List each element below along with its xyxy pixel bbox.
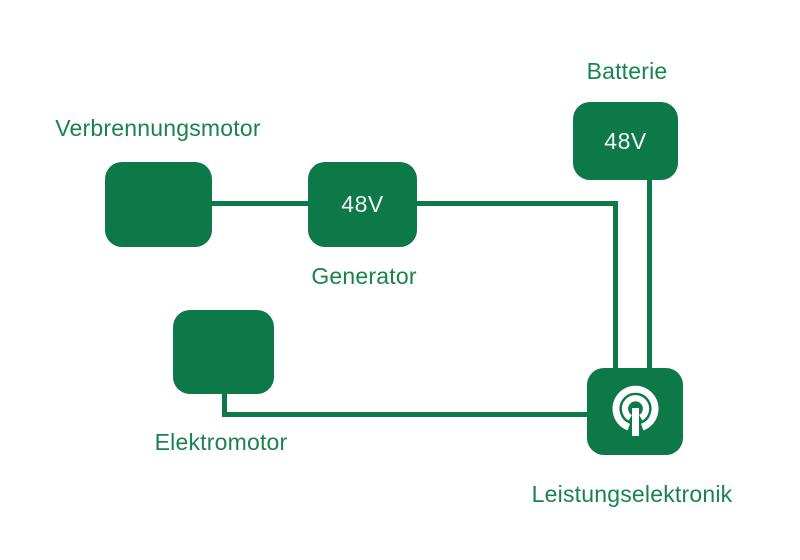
leistungselektronik-label: Leistungselektronik — [531, 481, 733, 507]
generator-box: 48V — [308, 162, 417, 247]
batterie-label: Batterie — [586, 58, 668, 84]
generator-voltage-value: 48V — [341, 191, 384, 217]
verbrennungsmotor-label: Verbrennungsmotor — [55, 115, 261, 141]
verbrennungsmotor-box — [105, 162, 212, 247]
elektromotor-box — [173, 310, 274, 394]
batterie-box: 48V — [573, 102, 678, 180]
power-coil-icon — [602, 378, 669, 445]
batterie-voltage-value: 48V — [604, 127, 647, 154]
edge-elektromotor-stub — [222, 392, 227, 417]
edge-generator-leistungselektronik-vertical — [613, 201, 618, 368]
generator-label: Generator — [311, 263, 417, 289]
elektromotor-label: Elektromotor — [154, 429, 288, 455]
edge-batterie-leistungselektronik — [647, 179, 652, 368]
edge-generator-leistungselektronik-horizontal — [417, 201, 618, 206]
leistungselektronik-box — [587, 368, 683, 455]
edge-verbrennungsmotor-generator — [212, 201, 310, 206]
edge-elektromotor-leistungselektronik — [222, 412, 587, 417]
